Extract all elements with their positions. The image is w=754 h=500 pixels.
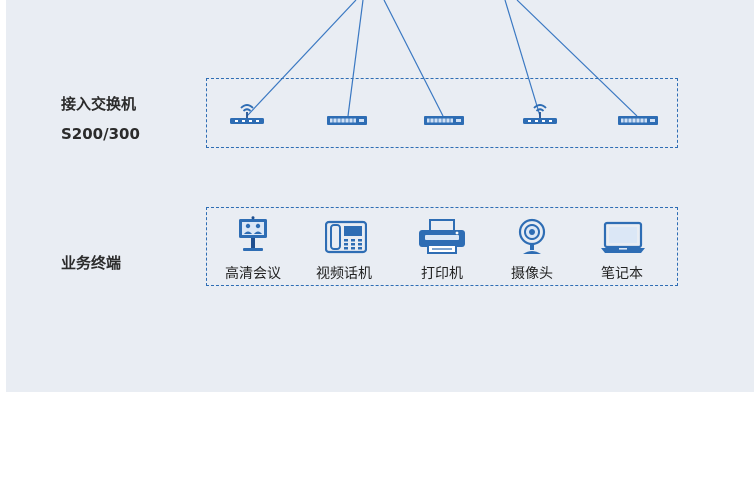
- business-terminal-group: [206, 207, 678, 286]
- access-switch-label-line2: S200/300: [61, 125, 140, 143]
- terminal-printer[interactable]: [416, 218, 468, 256]
- terminal-label-printer: 打印机: [421, 266, 463, 282]
- terminal-label-laptop: 笔记本: [601, 266, 643, 282]
- terminal-laptop[interactable]: [600, 221, 646, 255]
- access-device-1[interactable]: [228, 99, 266, 127]
- printer-icon: [419, 219, 465, 254]
- access-device-4[interactable]: [521, 99, 559, 127]
- laptop-icon: [601, 221, 645, 253]
- terminal-camera[interactable]: [517, 218, 547, 256]
- video-phone-icon: [325, 220, 367, 254]
- access-switch-group: [206, 78, 678, 148]
- diagram-panel: [6, 0, 754, 392]
- access-switch-label: 接入交换机 S200/300: [61, 89, 140, 149]
- terminal-label-video-conference: 高清会议: [225, 266, 281, 282]
- camera-icon: [518, 218, 546, 254]
- terminal-video-phone[interactable]: [325, 219, 367, 255]
- wifi-router-icon: [230, 104, 264, 124]
- video-conference-icon: [239, 216, 267, 251]
- terminal-label-camera: 摄像头: [511, 266, 553, 282]
- access-device-2[interactable]: [327, 116, 367, 125]
- business-terminal-label: 业务终端: [61, 254, 122, 272]
- access-switch-label-line1: 接入交换机: [61, 95, 137, 113]
- switch-icon: [618, 116, 658, 125]
- access-device-5[interactable]: [618, 116, 658, 125]
- terminal-video-conference[interactable]: [235, 216, 271, 256]
- terminal-label-video-phone: 视频话机: [316, 266, 372, 282]
- switch-icon: [424, 116, 464, 125]
- wifi-router-icon: [523, 104, 557, 124]
- access-device-3[interactable]: [424, 116, 464, 125]
- switch-icon: [327, 116, 367, 125]
